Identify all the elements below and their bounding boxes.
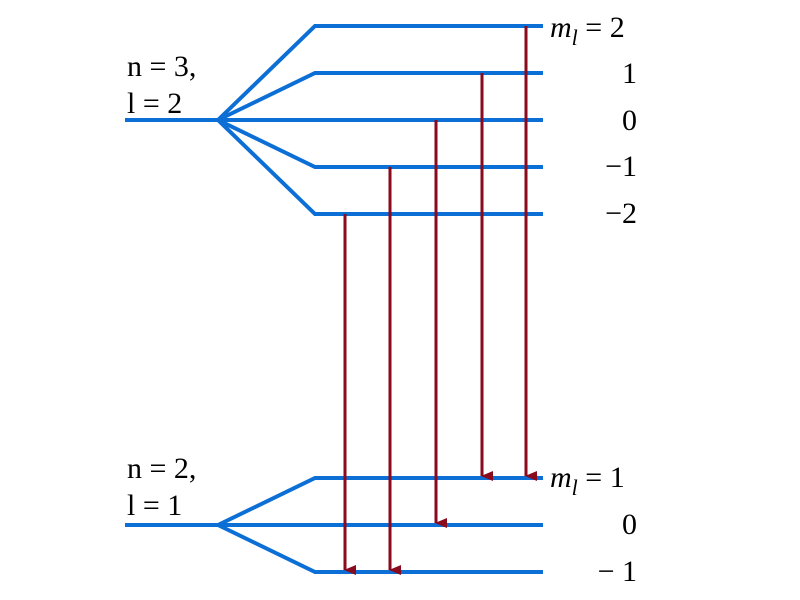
upper-ml-label: ml = 2 [550, 11, 625, 50]
transition-arrows [343, 26, 537, 575]
upper-sublevel-4 [216, 118, 543, 216]
upper-sublevel-1 [217, 71, 543, 122]
lower-n-label: n = 2, [127, 452, 196, 485]
upper-ml-value-0: 2 [610, 11, 625, 44]
lower-sublevel-2 [217, 523, 543, 574]
upper-sublevel-0 [216, 24, 543, 122]
lower-ml-equals: = [578, 461, 610, 494]
lower-ml-value-0: 1 [610, 461, 625, 494]
lower-sublevel-0 [217, 476, 543, 527]
lower-ml-label: ml = 1 [550, 461, 625, 500]
upper-ml-subscript: l [572, 25, 578, 50]
upper-ml-value-1: 1 [622, 57, 637, 90]
upper-ml-value-2: 0 [622, 104, 637, 137]
upper-ml-value-3: −1 [605, 150, 637, 183]
lower-ml-value-1: 0 [622, 508, 637, 541]
upper-ml-symbol: m [550, 11, 572, 44]
upper-n-label: n = 3, [127, 50, 196, 83]
upper-ml-equals: = [578, 11, 610, 44]
upper-l-label: l = 2 [127, 87, 182, 120]
lower-ml-subscript: l [572, 475, 578, 500]
upper-sublevel-3 [217, 118, 543, 169]
upper-ml-value-4: −2 [605, 197, 637, 230]
lower-ml-symbol: m [550, 461, 572, 494]
lower-ml-value-2: − 1 [598, 555, 637, 588]
energy-levels [125, 24, 543, 574]
lower-l-label: l = 1 [127, 489, 182, 522]
